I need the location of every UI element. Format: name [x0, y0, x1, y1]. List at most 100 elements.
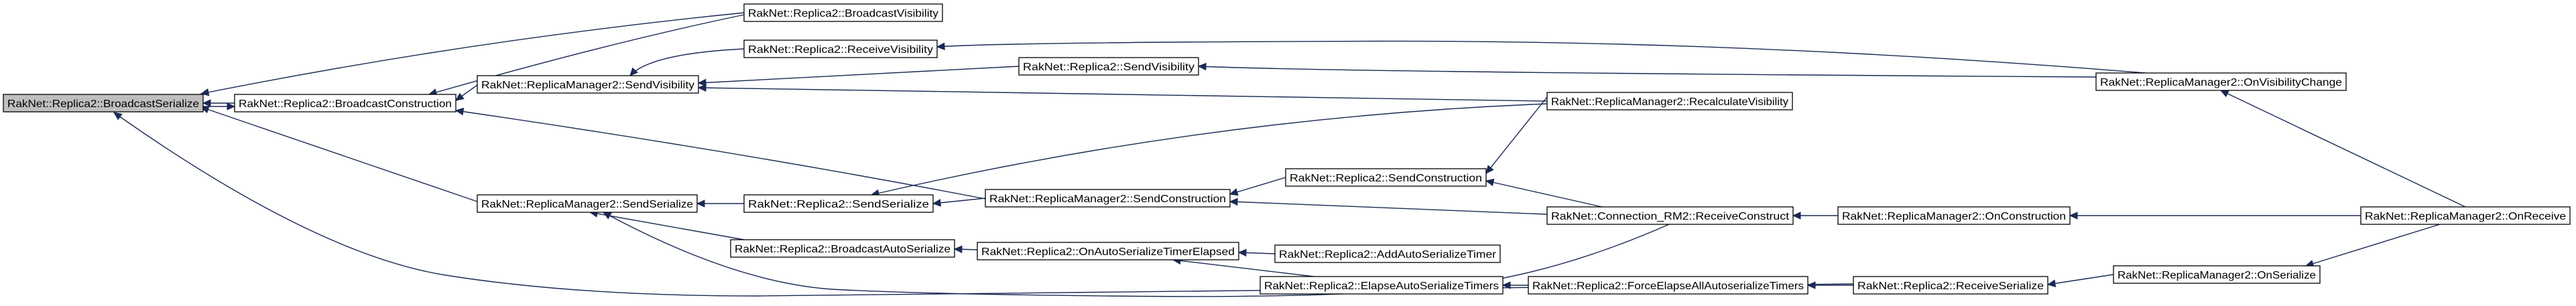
node-box[interactable] [1546, 206, 1794, 225]
edge-receiveConstruct-to-rmSendConstruction [1229, 198, 1548, 215]
arrowhead-icon [697, 78, 707, 87]
node-broadcastSerialize[interactable]: RakNet::Replica2::BroadcastSerialize [3, 94, 204, 112]
edge-broadcastVisibility-to-broadcastSerialize [200, 12, 745, 96]
node-label: RakNet::Replica2::BroadcastConstruction [239, 98, 452, 110]
node-box[interactable] [234, 94, 456, 112]
node-onConstruction[interactable]: RakNet::ReplicaManager2::OnConstruction [1837, 206, 2071, 225]
arrowhead-icon [2046, 279, 2057, 287]
node-label: RakNet::ReplicaManager2::OnConstruction [1842, 211, 2066, 222]
node-box[interactable] [730, 239, 955, 258]
edge-broadcastAutoSerialize-to-rmSendSerialize [589, 210, 745, 240]
edge-receiveSerialize-to-forceElapseAllAutoserializeTimers [1806, 281, 1853, 289]
node-receiveConstruct[interactable]: RakNet::Connection_RM2::ReceiveConstruct [1546, 206, 1794, 225]
node-broadcastAutoSerialize[interactable]: RakNet::Replica2::BroadcastAutoSerialize [730, 239, 955, 258]
node-rSendConstruction[interactable]: RakNet::Replica2::SendConstruction [1285, 168, 1487, 187]
node-box[interactable] [2360, 206, 2571, 225]
node-addAutoSerializeTimer[interactable]: RakNet::Replica2::AddAutoSerializeTimer [1274, 244, 1501, 263]
edge-line [113, 112, 1854, 297]
arrowhead-icon [1485, 178, 1495, 187]
arrowhead-icon [602, 212, 612, 220]
node-box[interactable] [1260, 276, 1504, 295]
edge-line [603, 212, 1670, 297]
edge-onReceive-to-onSerialize [2305, 224, 2441, 268]
arrowhead-icon [936, 42, 945, 50]
node-box[interactable] [743, 194, 934, 213]
node-rSendVisibility[interactable]: RakNet::Replica2::SendVisibility [1018, 57, 1199, 76]
node-receiveSerialize[interactable]: RakNet::Replica2::ReceiveSerialize [1853, 276, 2048, 295]
arrowhead-icon [1485, 165, 1494, 174]
edge-line [936, 40, 2146, 74]
node-box[interactable] [1018, 57, 1199, 76]
node-label: RakNet::ReplicaManager2::RecalculateVisi… [1551, 96, 1788, 108]
arrowhead-icon [953, 245, 963, 254]
arrowhead-icon [2069, 212, 2078, 220]
node-broadcastConstruction[interactable]: RakNet::Replica2::BroadcastConstruction [234, 94, 456, 112]
node-onVisibilityChange[interactable]: RakNet::ReplicaManager2::OnVisibilityCha… [2095, 72, 2347, 91]
arrowhead-icon [1237, 248, 1247, 257]
edge-line [1198, 66, 2097, 78]
node-elapseAutoSerializeTimers[interactable]: RakNet::Replica2::ElapseAutoSerializeTim… [1260, 276, 1504, 295]
arrowhead-icon [932, 199, 942, 207]
edge-line [871, 103, 1548, 196]
node-label: RakNet::Connection_RM2::ReceiveConstruct [1551, 211, 1790, 222]
node-broadcastVisibility[interactable]: RakNet::Replica2::BroadcastVisibility [743, 3, 943, 22]
node-box[interactable] [3, 94, 204, 112]
node-rmSendSerialize[interactable]: RakNet::ReplicaManager2::SendSerialize [477, 194, 698, 213]
edge-rmSendVisibility-to-broadcastConstruction [455, 84, 478, 101]
edge-line [698, 87, 1548, 102]
edge-broadcastSerialize-to-broadcastConstruction [203, 102, 236, 110]
node-label: RakNet::ReplicaManager2::SendConstructio… [989, 194, 1226, 205]
edge-line [1229, 177, 1286, 195]
node-rmSendVisibility[interactable]: RakNet::ReplicaManager2::SendVisibility [477, 75, 699, 94]
arrowhead-icon [696, 200, 705, 208]
node-label: RakNet::ReplicaManager2::SendSerialize [481, 199, 693, 210]
node-box[interactable] [1837, 206, 2071, 225]
node-onAutoSerializeTimerElapsed[interactable]: RakNet::Replica2::OnAutoSerializeTimerEl… [977, 242, 1239, 260]
node-box[interactable] [477, 75, 699, 94]
node-box[interactable] [2113, 265, 2321, 284]
node-box[interactable] [1274, 244, 1501, 263]
node-onReceive[interactable]: RakNet::ReplicaManager2::OnReceive [2360, 206, 2571, 225]
node-box[interactable] [1528, 276, 1808, 295]
edge-onVisibilityChange-to-rSendVisibility [1197, 62, 2097, 78]
node-box[interactable] [985, 189, 1231, 208]
arrowhead-icon [1792, 212, 1801, 220]
node-box[interactable] [743, 40, 938, 58]
edge-line [932, 198, 986, 204]
edge-line [200, 12, 745, 94]
edge-receiveSerialize-to-broadcastSerialize [113, 112, 1854, 297]
arrowhead-icon [1197, 62, 1207, 71]
edge-onAutoSerializeTimerElapsed-to-broadcastAutoSerialize [953, 245, 978, 254]
edge-receiveVisibility-to-rmSendVisibility [629, 48, 745, 76]
edge-line [428, 14, 745, 95]
node-box[interactable] [477, 194, 698, 213]
node-box[interactable] [743, 3, 943, 22]
edge-line [1485, 180, 1603, 208]
node-label: RakNet::Replica2::BroadcastVisibility [748, 8, 938, 19]
node-onSerialize[interactable]: RakNet::ReplicaManager2::OnSerialize [2113, 265, 2321, 284]
edge-line [200, 106, 478, 202]
node-box[interactable] [977, 242, 1239, 260]
node-box[interactable] [1285, 168, 1487, 187]
node-box[interactable] [1853, 276, 2048, 295]
edge-rmSendConstruction-to-rSendSerialize [932, 198, 986, 207]
node-rmSendConstruction[interactable]: RakNet::ReplicaManager2::SendConstructio… [985, 189, 1231, 208]
edge-rSendVisibility-to-rmSendVisibility [697, 66, 1020, 87]
edge-line [1172, 259, 1314, 277]
arrowhead-icon [113, 112, 123, 121]
edge-onSerialize-to-receiveSerialize [2046, 274, 2114, 287]
node-box[interactable] [2095, 72, 2347, 91]
arrowhead-icon [1229, 198, 1238, 206]
node-box[interactable] [1546, 92, 1793, 110]
arrowhead-icon [1501, 281, 1511, 289]
node-label: RakNet::Replica2::ReceiveSerialize [1857, 281, 2044, 292]
node-label: RakNet::ReplicaManager2::OnSerialize [2118, 270, 2316, 281]
edge-rSendConstruction-to-rmSendConstruction [1229, 177, 1286, 196]
node-recalculateVisibility[interactable]: RakNet::ReplicaManager2::RecalculateVisi… [1546, 92, 1793, 110]
edge-recalculateVisibility-to-rSendConstruction [1485, 96, 1548, 174]
node-forceElapseAllAutoserializeTimers[interactable]: RakNet::Replica2::ForceElapseAllAutoseri… [1528, 276, 1808, 295]
node-receiveVisibility[interactable]: RakNet::Replica2::ReceiveVisibility [743, 40, 938, 58]
node-rSendSerialize[interactable]: RakNet::Replica2::SendSerialize [743, 194, 934, 213]
node-label: RakNet::Replica2::SendSerialize [748, 199, 929, 210]
